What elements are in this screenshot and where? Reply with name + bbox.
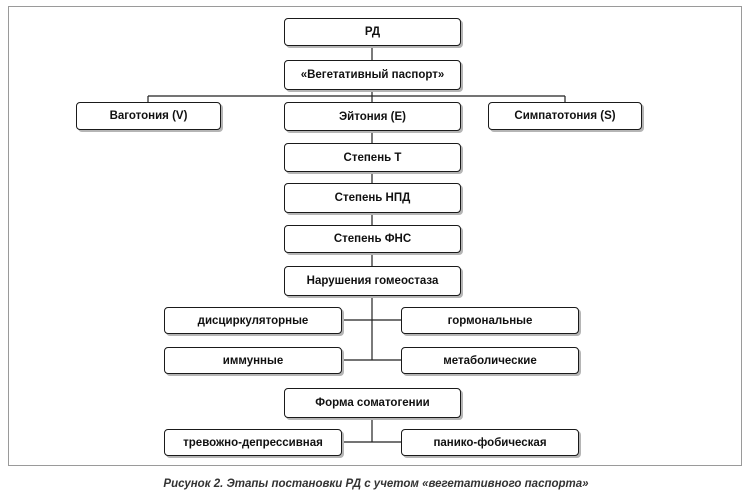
- node-panic-phobic: панико-фобическая: [401, 429, 579, 456]
- node-degree-t: Степень Т: [284, 143, 461, 172]
- node-root: РД: [284, 18, 461, 46]
- node-hormonal: гормональные: [401, 307, 579, 334]
- node-eutonia: Эйтония (E): [284, 102, 461, 131]
- node-sympathotonia: Симпатотония (S): [488, 102, 642, 130]
- node-vagotonia: Ваготония (V): [76, 102, 221, 130]
- node-degree-fns: Степень ФНС: [284, 225, 461, 253]
- node-immune: иммунные: [164, 347, 342, 374]
- node-degree-npd: Степень НПД: [284, 183, 461, 213]
- diagram-frame: [8, 6, 742, 466]
- figure-caption: Рисунок 2. Этапы постановки РД с учетом …: [163, 478, 589, 490]
- node-metabolic: метаболические: [401, 347, 579, 374]
- node-anxious-depressive: тревожно-депрессивная: [164, 429, 342, 456]
- node-vegetative-passport: «Вегетативный паспорт»: [284, 60, 461, 90]
- node-somatogeny: Форма соматогении: [284, 388, 461, 418]
- node-homeostasis: Нарушения гомеостаза: [284, 266, 461, 296]
- node-dyscirculatory: дисциркуляторные: [164, 307, 342, 334]
- connector-lines: [147, 46, 566, 443]
